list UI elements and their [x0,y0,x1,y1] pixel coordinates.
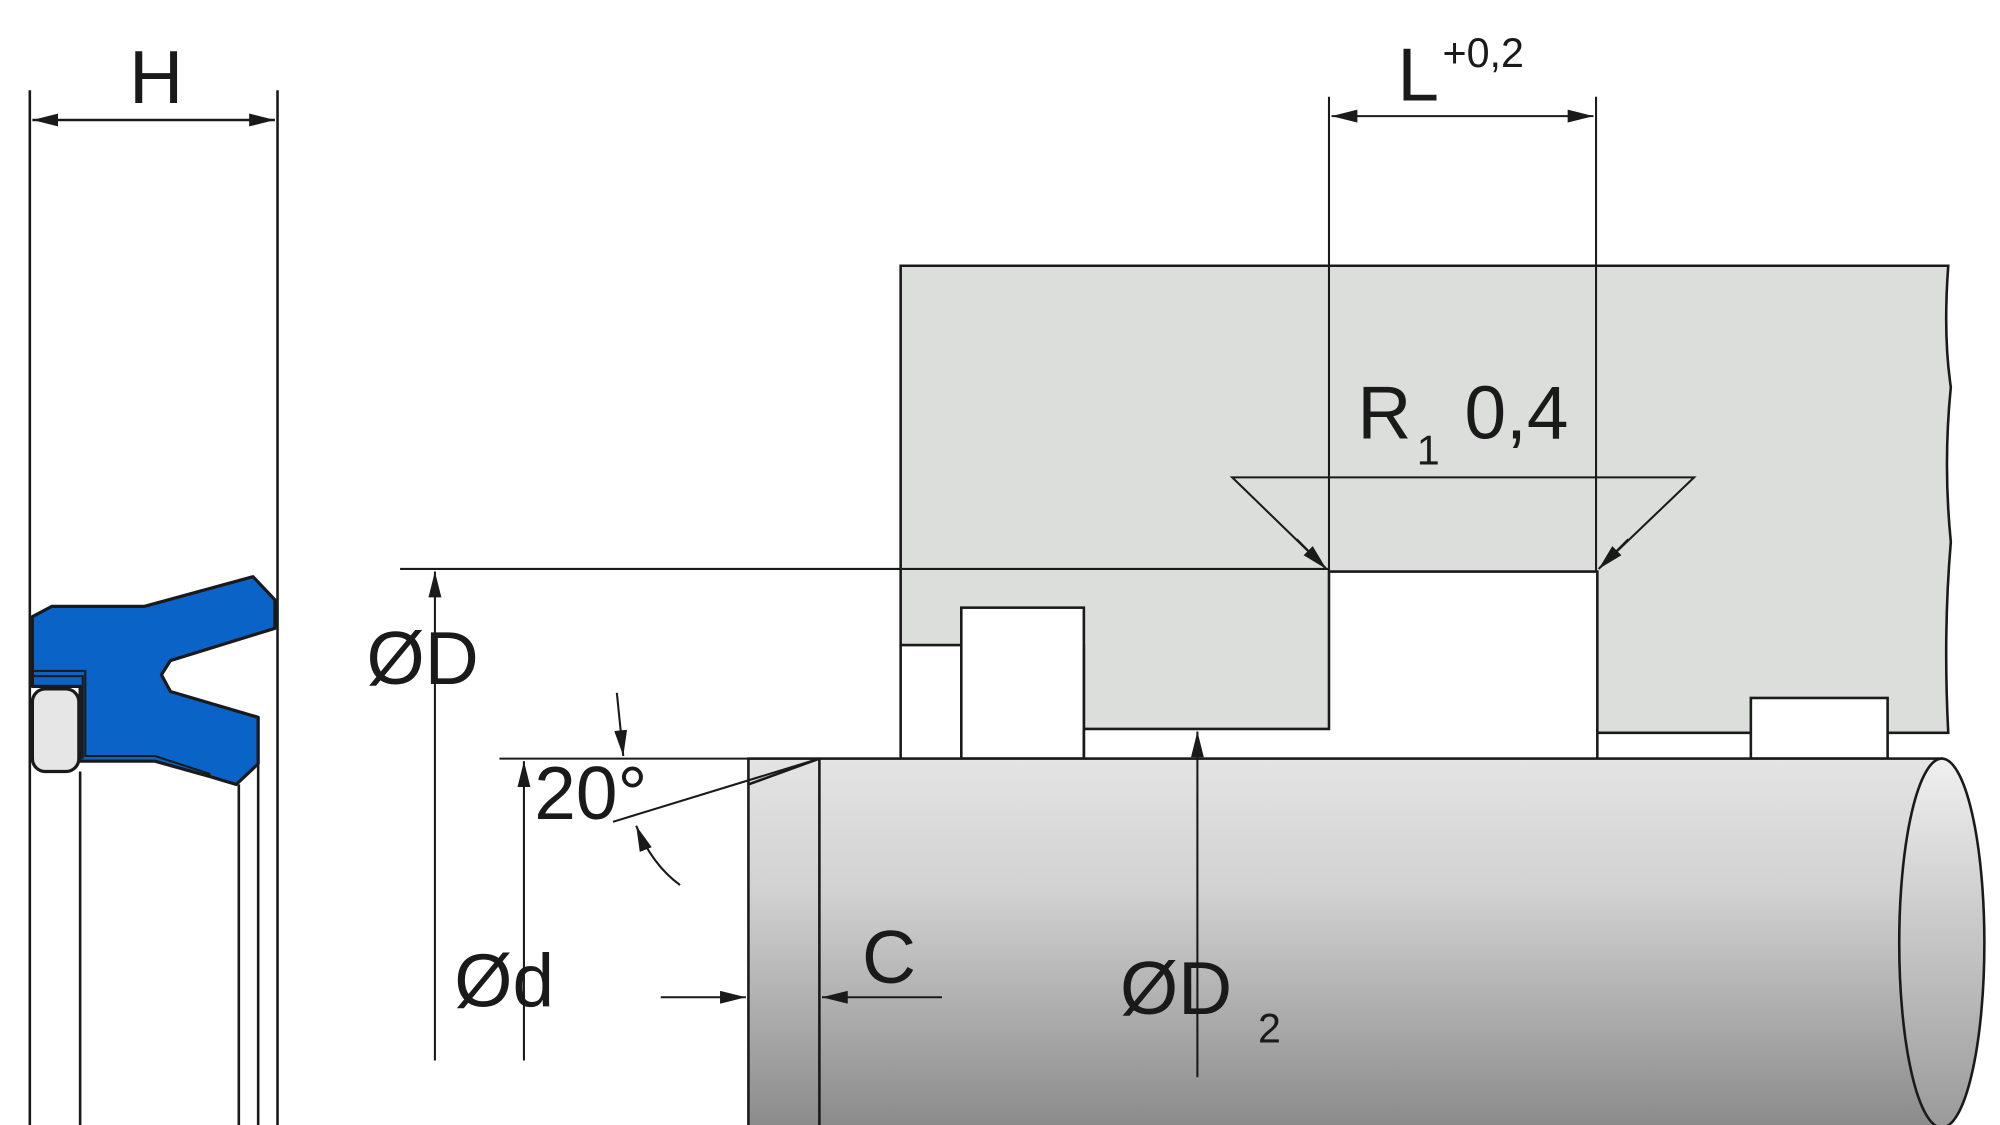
label-L: L [1397,33,1439,117]
angle-arrow [635,825,681,886]
angle-line [612,757,820,823]
guide-ring-groove [1749,696,1889,760]
label-h: H [129,35,183,119]
label-d: Ød [454,938,554,1022]
label-D: ØD [367,616,479,700]
seal-profile: H [28,35,279,1125]
label-D2: ØD [1120,946,1232,1030]
radius-arrow [1296,538,1328,570]
label-c: C [862,915,916,999]
piston-rod [747,757,1986,1125]
label-angle: 20° [534,751,647,835]
dimensions: ØD Ød 20° C ØD 2 L +0,2 R 1 0,4 [367,30,1697,1078]
radius-arrow [1597,538,1630,570]
radius-leader [1229,476,1697,569]
label-R: R [1357,371,1411,455]
label-R-value: 0,4 [1464,371,1568,455]
o-ring [30,687,81,774]
angle-arrow [614,692,628,757]
seal-layers [32,669,211,776]
label-L-tolerance: +0,2 [1443,30,1524,76]
label-D2-sub: 2 [1258,1005,1281,1051]
housing [899,264,1953,760]
label-R-sub: 1 [1417,427,1440,473]
wiper-groove [960,606,1086,760]
